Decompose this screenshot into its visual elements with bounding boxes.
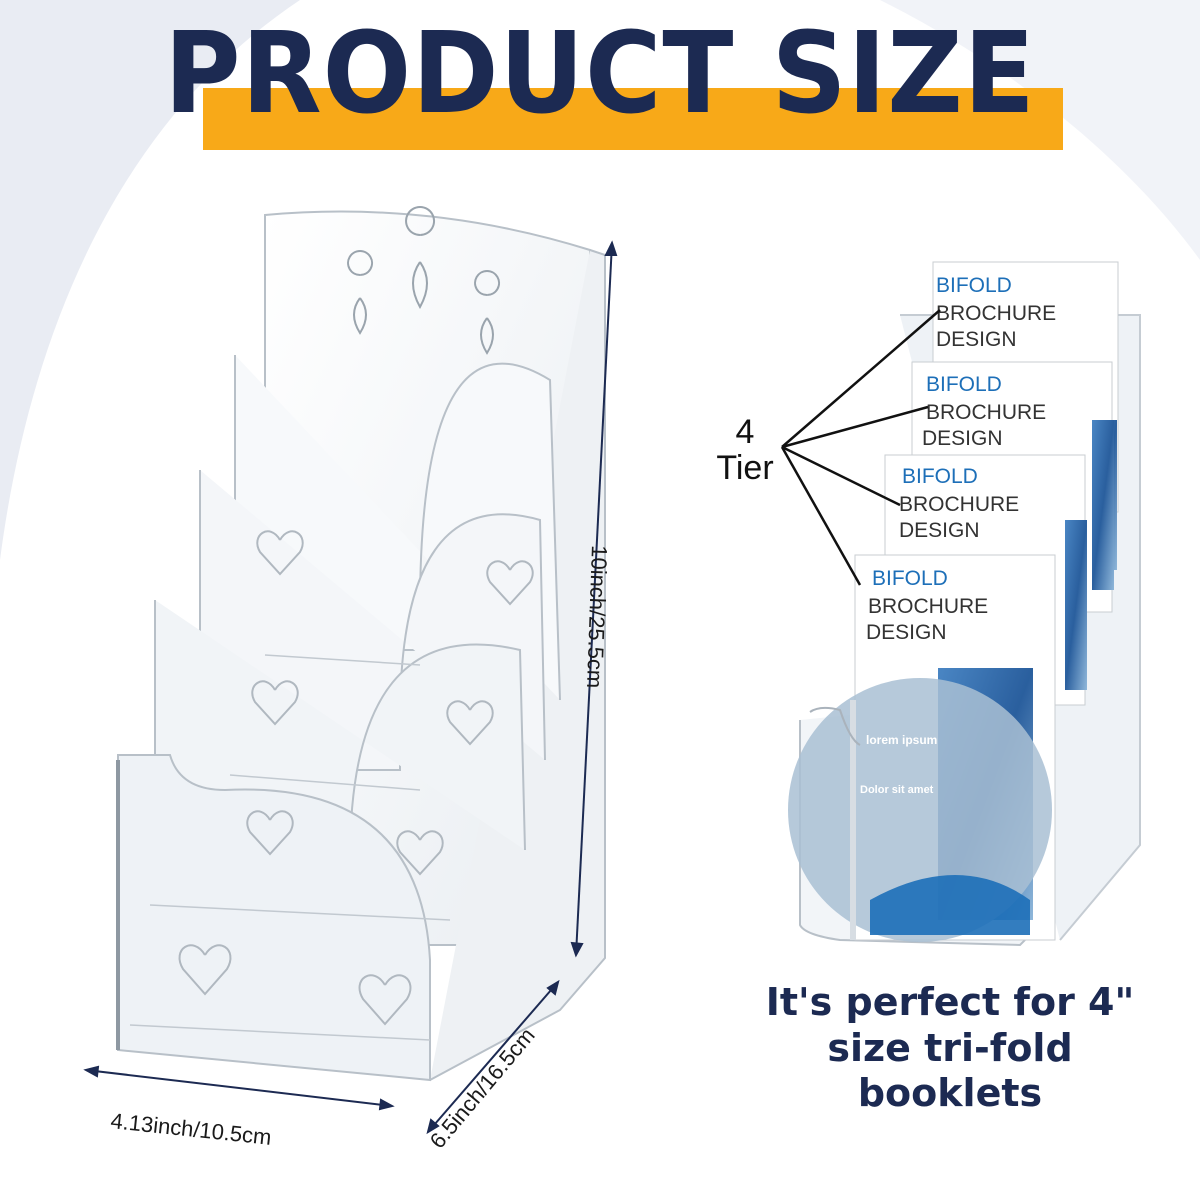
page-title: PRODUCT SIZE <box>164 9 1036 139</box>
caption-line-2: size tri-fold <box>827 1025 1073 1070</box>
tier-word: Tier <box>716 448 774 487</box>
brochure-2-line3: DESIGN <box>922 427 1003 450</box>
brochure-holder-large <box>116 206 606 1082</box>
caption-line-3: booklets <box>857 1071 1043 1116</box>
brochure-1-line2: BROCHURE <box>936 302 1056 325</box>
brochure-cover-heading2: Dolor sit amet <box>860 784 934 796</box>
height-dimension-label: 10inch/25.5cm <box>582 545 612 689</box>
brochure-3-line2: BROCHURE <box>899 493 1019 516</box>
tier-pointer-lines <box>780 309 941 586</box>
brochure-4 <box>788 554 1056 942</box>
brochure-4-line1: BIFOLD <box>872 567 948 590</box>
brochure-2-line1: BIFOLD <box>926 373 1002 396</box>
brochure-holder-filled <box>788 261 1141 947</box>
tier-count: 4 <box>735 413 755 451</box>
brochure-texts: BIFOLD BROCHURE DESIGN BIFOLD BROCHURE D… <box>860 274 1056 796</box>
tier-count-label: 4 Tier <box>705 413 785 487</box>
product-caption: It's perfect for 4" size tri-fold bookle… <box>720 980 1180 1117</box>
brochure-4-line3: DESIGN <box>866 621 947 644</box>
caption-line-1: It's perfect for 4" <box>765 980 1135 1024</box>
brochure-3-line3: DESIGN <box>899 519 980 542</box>
brochure-1-line3: DESIGN <box>936 328 1017 351</box>
brochure-3-line1: BIFOLD <box>902 465 978 488</box>
brochure-cover-heading1: lorem ipsum <box>866 733 937 747</box>
dimension-lines <box>83 240 618 1135</box>
brochure-2-line2: BROCHURE <box>926 401 1046 424</box>
title-highlight-bar <box>203 88 1063 150</box>
width-dimension-label: 4.13inch/10.5cm <box>109 1108 272 1150</box>
brochure-4-line2: BROCHURE <box>868 595 988 618</box>
brochure-1-line1: BIFOLD <box>936 274 1012 297</box>
